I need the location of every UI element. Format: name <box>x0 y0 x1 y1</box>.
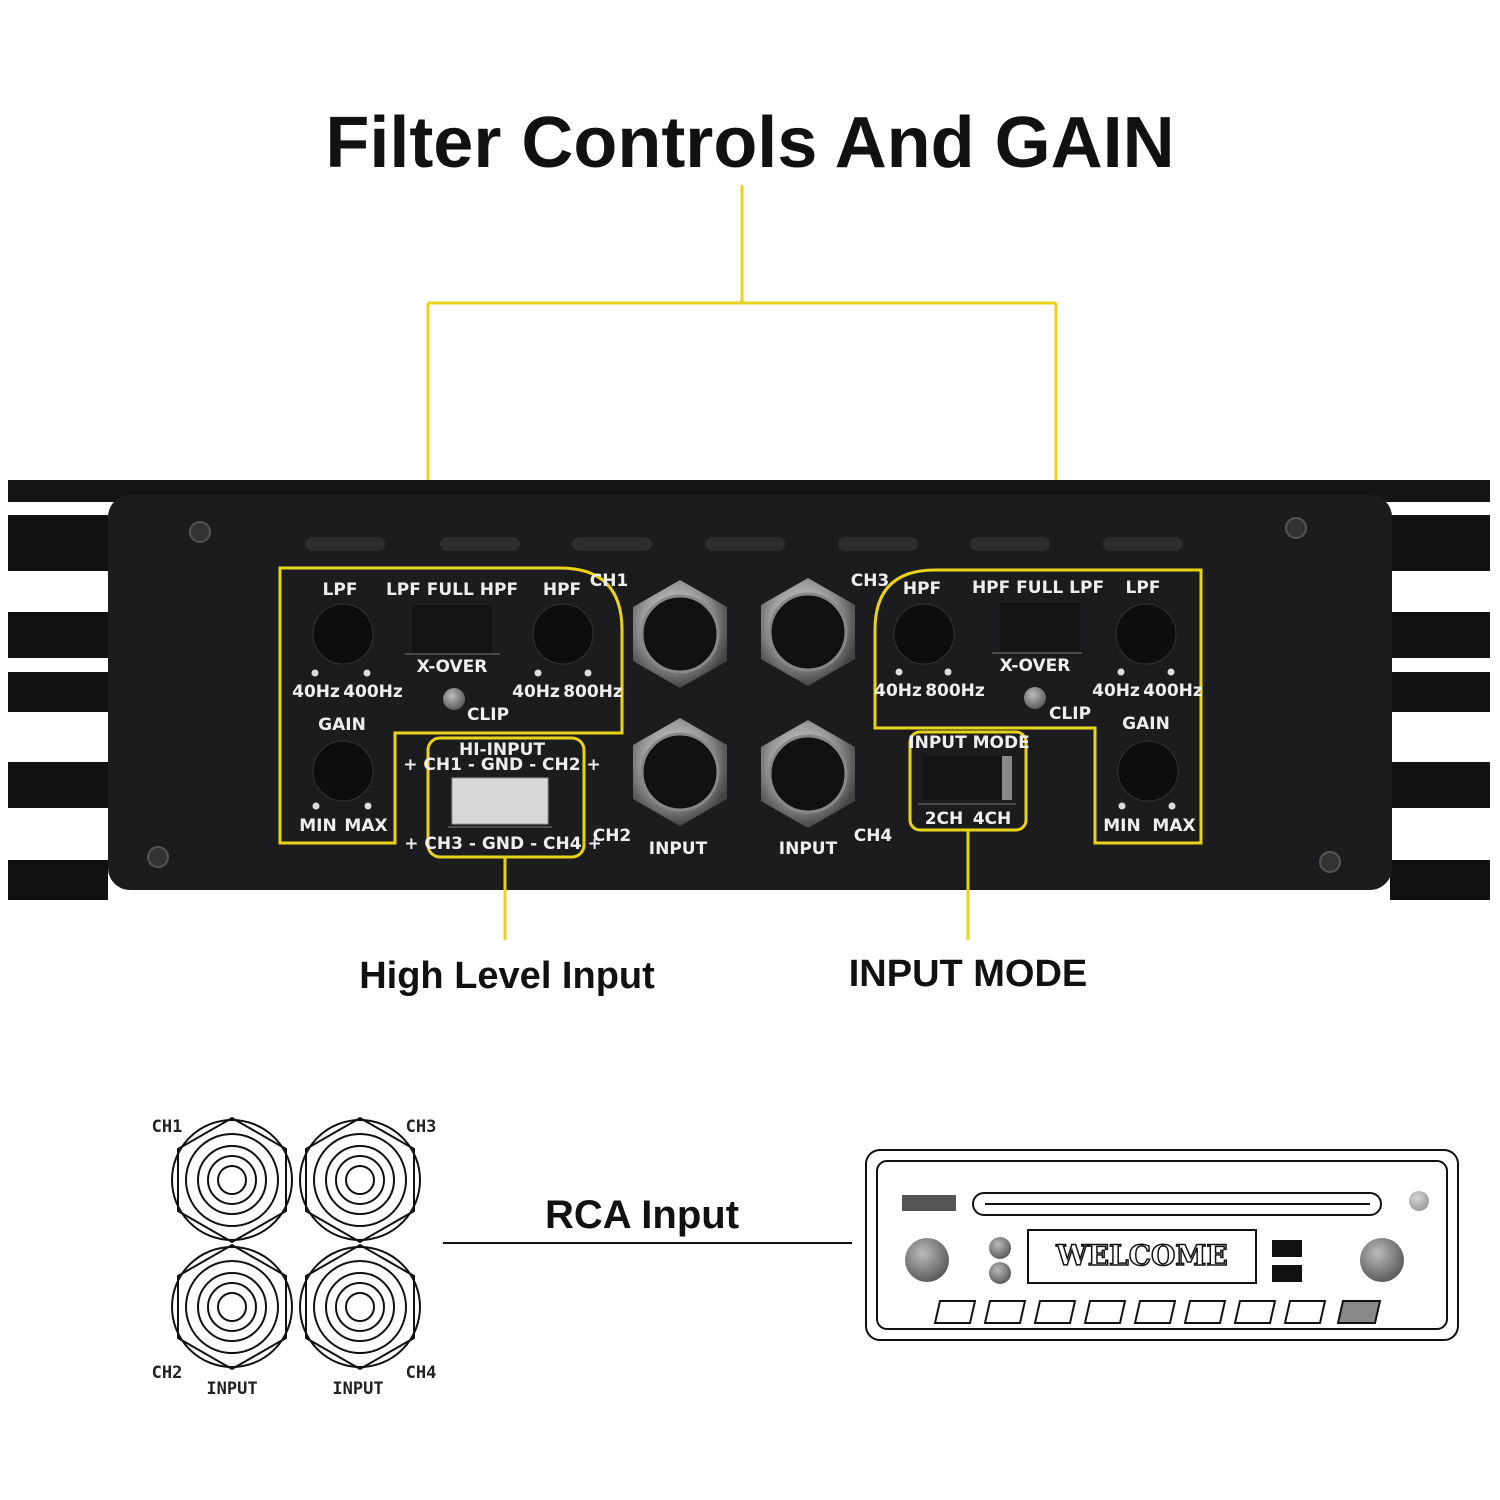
left-panel-hpf-label: HPF <box>543 580 581 600</box>
rca-ch1-label: CH1 <box>590 571 629 591</box>
rca-ch2-label: CH2 <box>593 826 632 846</box>
volume-knob <box>905 1238 949 1282</box>
clip-led <box>443 688 465 710</box>
left-panel-hpf-min-label: 40Hz <box>512 682 560 702</box>
right-panel-hpf-label: HPF <box>903 579 941 599</box>
right-control-panel: HPF HPF FULL LPF LPF X-OVER 40Hz 800Hz 4… <box>873 568 1203 845</box>
left-panel-lpf-min-label: 40Hz <box>292 682 340 702</box>
clip-led-right <box>1024 687 1046 709</box>
input-mode-opt1-label: 2CH <box>925 809 964 829</box>
right-panel-gain-min-label: MIN <box>1103 816 1140 836</box>
left-control-panel: LPF LPF FULL HPF HPF X-OVER 40Hz 400Hz 4… <box>278 566 624 845</box>
rca-diagram-jack-ch3 <box>299 1116 421 1244</box>
hi-input-bottom-pins-label: + CH3 - GND - CH4 + <box>404 834 601 854</box>
right-panel-lpf-label: LPF <box>1126 578 1161 598</box>
rca-jack-ch3[interactable] <box>761 578 855 686</box>
hi-input-top-pins-label: + CH1 - GND - CH2 + <box>403 755 600 775</box>
left-panel-gain-min-label: MIN <box>299 816 336 836</box>
right-panel-hpf-max-label: 800Hz <box>925 681 985 701</box>
rca-diagram-jack-ch2 <box>171 1243 293 1371</box>
amplifier-body <box>8 480 1490 900</box>
rca-ch3-label: CH3 <box>851 571 890 591</box>
xover-switch-right[interactable] <box>1000 603 1080 651</box>
heatsink-fins-left <box>8 515 108 900</box>
left-panel-clip-label: CLIP <box>467 705 509 725</box>
rca-jack-ch4[interactable] <box>761 720 855 828</box>
preset-buttons <box>933 1300 1382 1324</box>
diagram-ch3-label: CH3 <box>406 1117 437 1137</box>
diagram-ch1-label: CH1 <box>152 1117 183 1137</box>
right-panel-lpf-max-label: 400Hz <box>1143 681 1203 701</box>
input-mode-title-label: INPUT MODE <box>908 733 1029 753</box>
rca-jack-ch1[interactable] <box>633 580 727 688</box>
input-mode-opt2-label: 4CH <box>973 809 1012 829</box>
right-panel-hpf-min-label: 40Hz <box>874 681 922 701</box>
input-mode-label: INPUT MODE <box>849 953 1088 995</box>
right-panel-xover-label: X-OVER <box>1000 656 1071 676</box>
right-panel-lpf-min-label: 40Hz <box>1092 681 1140 701</box>
right-panel-clip-label: CLIP <box>1049 704 1091 724</box>
rca-diagram <box>171 1116 421 1371</box>
rca-diagram-jack-ch4 <box>299 1243 421 1371</box>
heatsink-fins-right <box>1390 515 1490 900</box>
head-unit-display <box>1027 1229 1257 1284</box>
page-title: Filter Controls And GAIN <box>325 103 1174 183</box>
display-text: WELCOME <box>1055 1239 1228 1272</box>
rca-jacks: CH1 CH3 CH2 CH4 INPUT INPUT <box>590 571 893 859</box>
screws <box>147 517 1341 873</box>
diagram-input-label: INPUT <box>332 1379 383 1399</box>
right-panel-gain-max-label: MAX <box>1152 816 1195 836</box>
rca-ch4-label: CH4 <box>854 826 893 846</box>
left-panel-xover-label: X-OVER <box>417 657 488 677</box>
input-mode-switch[interactable] <box>922 756 1012 800</box>
high-level-input-label: High Level Input <box>359 955 655 997</box>
left-panel-xover-modes-label: LPF FULL HPF <box>386 580 518 600</box>
rca-input-label: INPUT <box>649 839 708 859</box>
lpf-knob[interactable] <box>312 603 374 665</box>
hi-input-plug[interactable] <box>451 777 549 825</box>
right-panel-gain-label: GAIN <box>1122 714 1170 734</box>
diagram-ch2-label: CH2 <box>152 1363 183 1383</box>
left-panel-lpf-label: LPF <box>323 580 358 600</box>
rca-input-label: RCA Input <box>545 1193 739 1237</box>
lpf-knob-right[interactable] <box>1115 603 1177 665</box>
rca-input-label: INPUT <box>779 839 838 859</box>
rca-jack-ch2[interactable] <box>633 718 727 826</box>
hpf-knob[interactable] <box>532 603 594 665</box>
left-panel-gain-label: GAIN <box>318 715 366 735</box>
gain-knob-left[interactable] <box>312 740 374 802</box>
hi-input-connector: HI-INPUT + CH1 - GND - CH2 + + CH3 - GND… <box>403 736 602 859</box>
tune-knob <box>1360 1238 1404 1282</box>
right-panel-xover-modes-label: HPF FULL LPF <box>972 578 1104 598</box>
hpf-knob-right[interactable] <box>893 603 955 665</box>
left-panel-lpf-max-label: 400Hz <box>343 682 403 702</box>
hi-input-title-label: HI-INPUT <box>459 740 545 760</box>
rca-diagram-jack-ch1 <box>171 1116 293 1244</box>
left-panel-hpf-max-label: 800Hz <box>563 682 623 702</box>
gain-knob-right[interactable] <box>1117 740 1179 802</box>
diagram-ch4-label: CH4 <box>406 1363 437 1383</box>
vent-slots <box>305 537 1183 551</box>
diagram-input-label: INPUT <box>206 1379 257 1399</box>
left-panel-gain-max-label: MAX <box>344 816 387 836</box>
input-mode-switch-box: INPUT MODE 2CH 4CH <box>908 730 1030 832</box>
head-unit: WELCOME <box>865 1149 1459 1341</box>
xover-switch[interactable] <box>412 605 492 653</box>
